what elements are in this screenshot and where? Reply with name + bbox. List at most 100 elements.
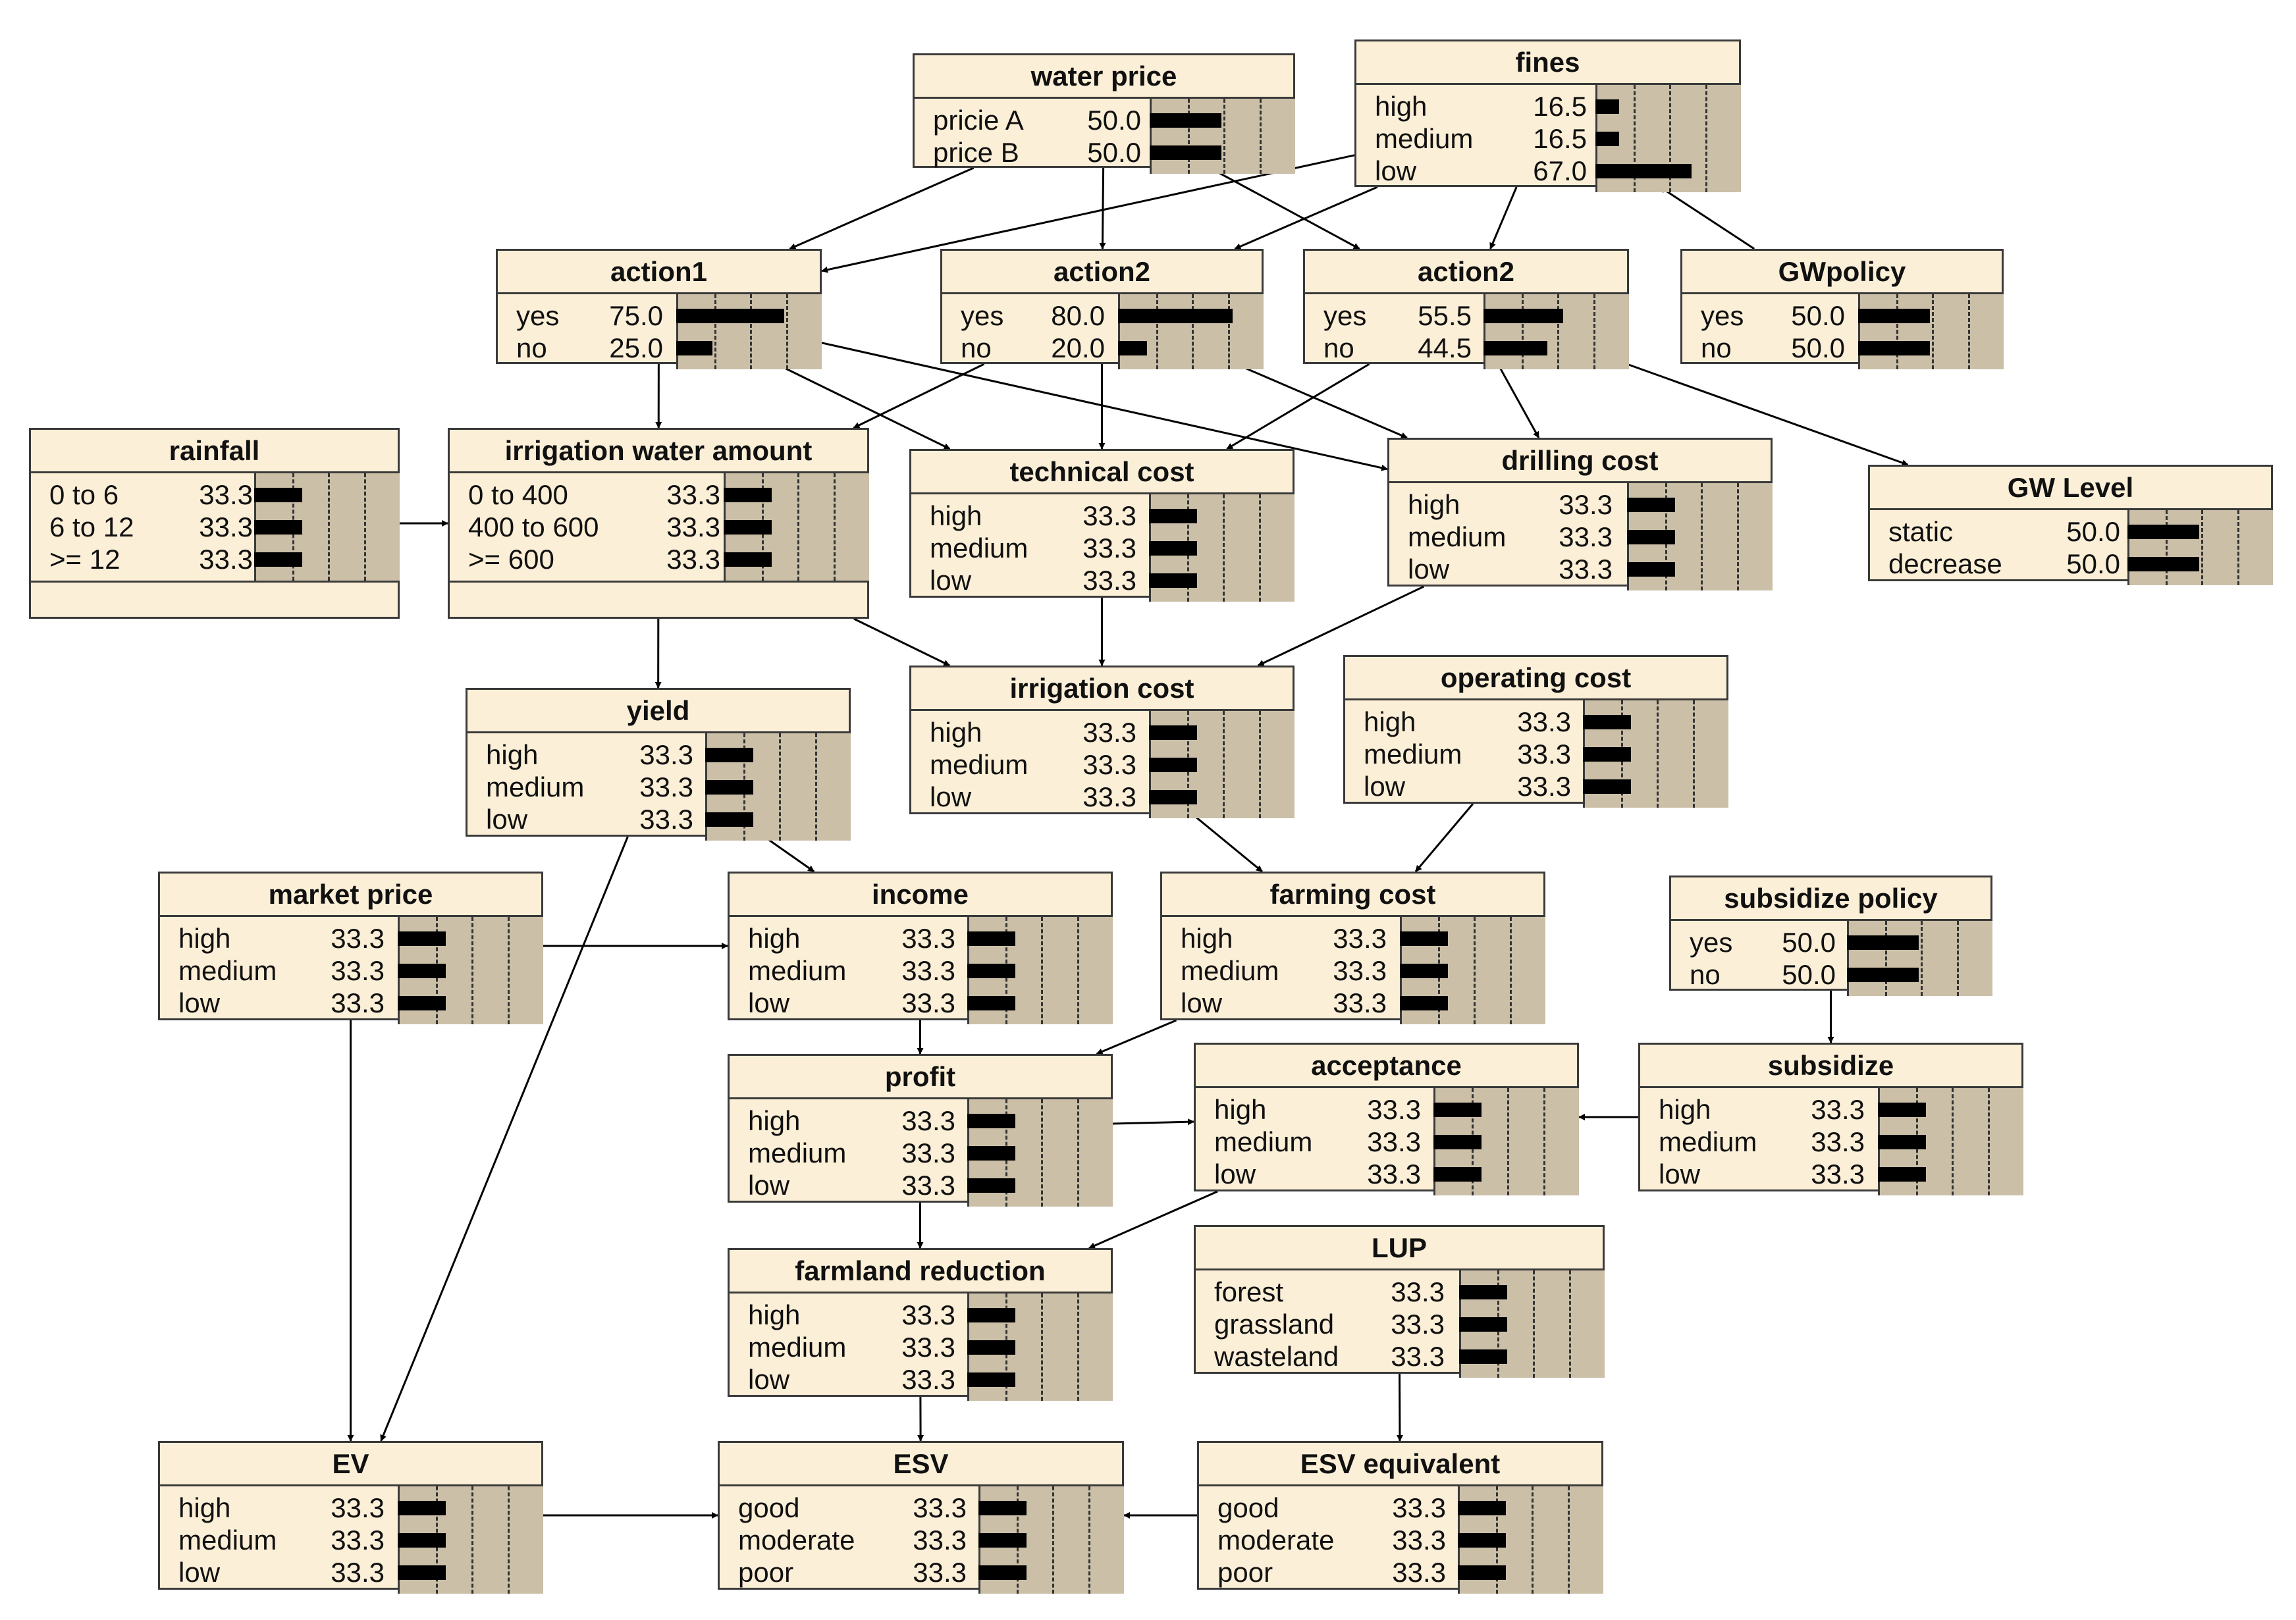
state-value: 33.3 — [331, 1525, 385, 1555]
edge-action2b-to-drilling-cost — [1497, 363, 1540, 438]
